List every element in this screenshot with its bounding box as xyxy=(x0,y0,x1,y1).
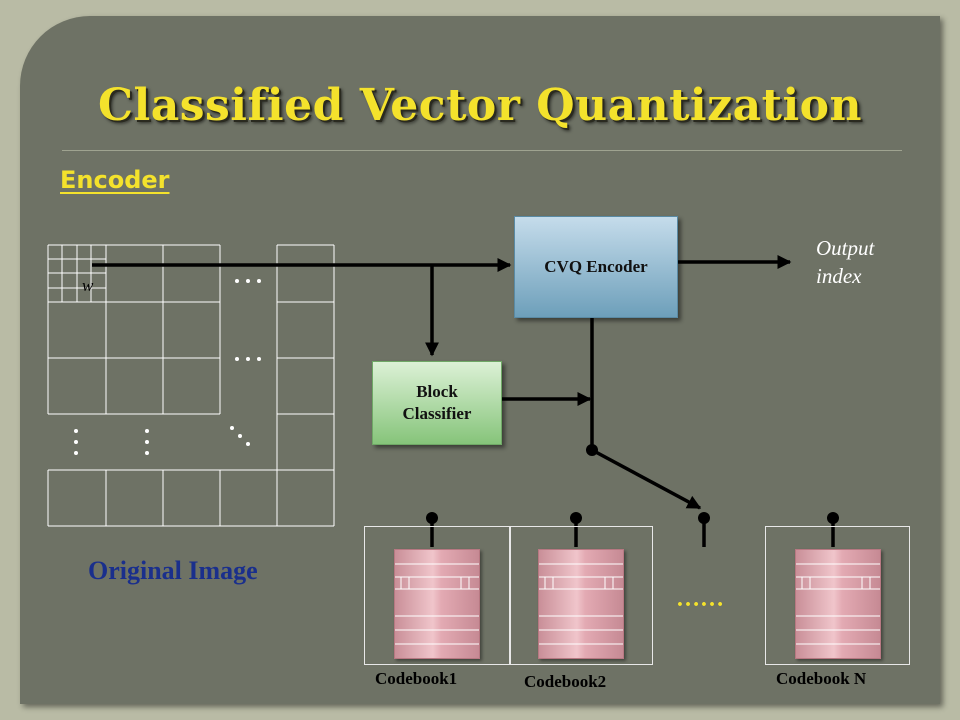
codebook2-rows xyxy=(539,563,623,645)
codebook1-stack xyxy=(394,549,480,659)
codebookn-label: Codebook N xyxy=(776,669,867,688)
codebook1-frame xyxy=(364,526,511,665)
image-grid xyxy=(47,244,335,527)
codebook2-frame xyxy=(509,526,653,665)
block-classifier: Block Classifier xyxy=(372,361,502,445)
codebook1-rows xyxy=(395,563,479,645)
block-classifier-label-2: Classifier xyxy=(402,404,472,423)
codebook-ellipsis: …… xyxy=(676,586,724,612)
block-classifier-label-1: Block xyxy=(416,381,458,401)
codebook2-stack xyxy=(538,549,624,659)
cvq-encoder-block: CVQ Encoder xyxy=(514,216,678,318)
section-heading: Encoder xyxy=(60,166,170,194)
content-panel xyxy=(20,16,940,704)
block-w-label: w xyxy=(82,276,94,295)
title-divider xyxy=(62,150,902,151)
codebook2-label: Codebook2 xyxy=(524,672,607,691)
codebookn-rows xyxy=(796,563,880,645)
codebook1-label: Codebook1 xyxy=(375,669,458,688)
codebookn-frame xyxy=(765,526,910,665)
cvq-encoder-label: CVQ Encoder xyxy=(544,257,648,276)
contact-leads xyxy=(430,518,835,547)
grid-ellipsis-dots xyxy=(74,279,261,455)
output-label-line2: index xyxy=(816,264,862,289)
arrows xyxy=(92,255,792,510)
output-index-label: Output index xyxy=(816,234,874,291)
slide-title: Classified Vector Quantization xyxy=(97,80,862,131)
original-image-label: Original Image xyxy=(88,556,258,585)
switch-contacts xyxy=(426,444,839,524)
output-label-line1: Output xyxy=(816,236,875,260)
codebookn-stack xyxy=(795,549,881,659)
